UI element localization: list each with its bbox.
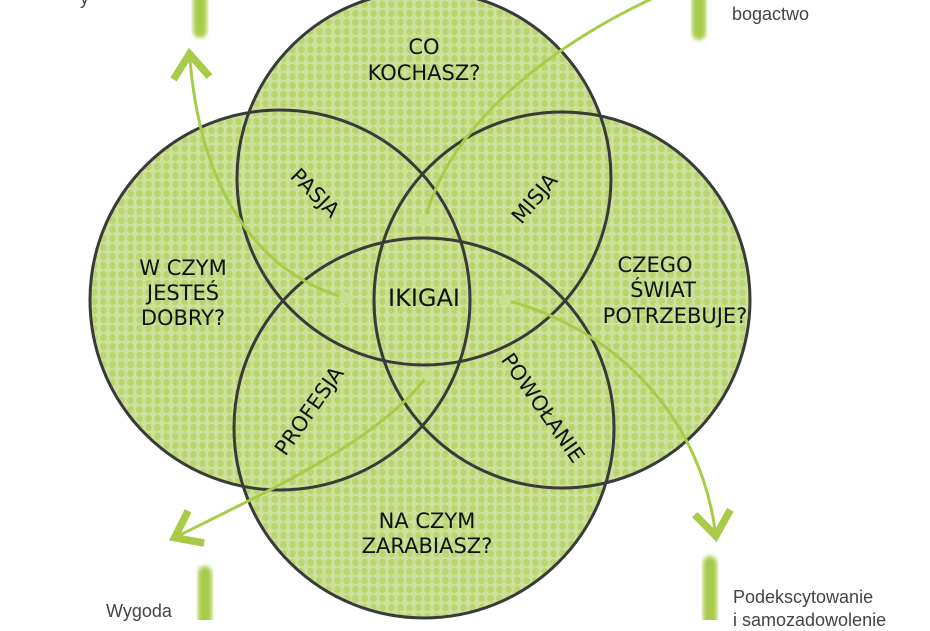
label-right-1: CZEGO bbox=[617, 253, 692, 277]
side-label-bottom-left: Wygoda bbox=[106, 601, 172, 621]
green-bar-top-left bbox=[193, 0, 207, 38]
label-left-1: W CZYM bbox=[139, 256, 226, 280]
label-right-3: POTRZEBUJE? bbox=[603, 304, 748, 328]
arrow-top-left bbox=[170, 47, 346, 300]
arrow-bottom-left bbox=[169, 374, 430, 547]
arrow-bottom-right bbox=[504, 298, 734, 543]
label-bottom-2: ZARABIASZ? bbox=[362, 534, 493, 558]
side-label-bottom-right-1: Podekscytowanie bbox=[733, 587, 874, 607]
circle-top bbox=[235, 0, 613, 367]
green-bar-bottom-right bbox=[703, 556, 717, 620]
label-bottom-1: NA CZYM bbox=[379, 509, 476, 533]
side-label-top-left: y bbox=[80, 0, 89, 9]
circle-left bbox=[88, 108, 472, 492]
green-bar-top-right bbox=[692, 0, 706, 40]
circle-right bbox=[372, 110, 752, 490]
circle-bottom bbox=[232, 236, 616, 620]
label-right-2: ŚWIAT bbox=[630, 277, 696, 302]
side-label-top-right: bogactwo bbox=[732, 4, 810, 24]
arrow-top-right bbox=[423, 0, 653, 221]
label-left-3: DOBRY? bbox=[141, 306, 225, 330]
green-bar-bottom-left bbox=[198, 566, 212, 620]
label-top-1: CO bbox=[408, 35, 439, 59]
label-left-2: JESTEŚ bbox=[145, 280, 219, 305]
side-label-bottom-right-2: i samozadowolenie bbox=[733, 610, 887, 630]
label-ikigai: IKIGAI bbox=[388, 284, 460, 312]
label-top-2: KOCHASZ? bbox=[368, 61, 481, 85]
